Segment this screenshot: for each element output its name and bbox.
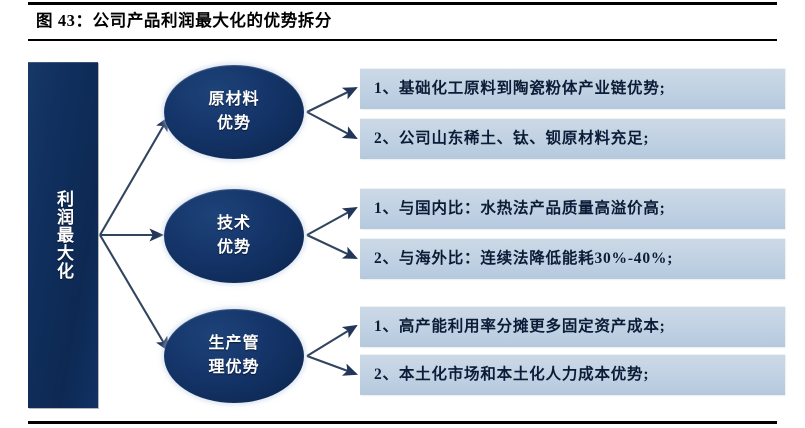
title-underline-rule bbox=[28, 39, 777, 41]
leaf-box-label: 1、高产能利用率分摊更多固定资产成本; bbox=[374, 317, 666, 335]
leaf-box[interactable]: 1、基础化工原料到陶瓷粉体产业链优势; bbox=[360, 68, 785, 109]
edge-root-to-branch-1 bbox=[99, 116, 170, 236]
leaf-box-label: 1、与国内比：水热法产品质量高溢价高; bbox=[374, 199, 666, 217]
edge-root-to-branch-3 bbox=[99, 234, 170, 352]
edge-branch-3-to-leaf-2 bbox=[306, 355, 358, 376]
leaf-box-label: 2、公司山东稀土、钛、钡原材料充足; bbox=[374, 129, 650, 147]
bottom-rule bbox=[28, 421, 777, 424]
edge-branch-1-to-leaf-1 bbox=[306, 87, 358, 113]
branch-node-label: 生产管 理优势 bbox=[208, 335, 260, 376]
branch-node-label: 技术 优势 bbox=[216, 215, 251, 256]
leaf-box[interactable]: 2、公司山东稀土、钛、钡原材料充足; bbox=[360, 118, 785, 159]
leaf-box[interactable]: 1、与国内比：水热法产品质量高溢价高; bbox=[360, 188, 785, 229]
branch-node-label: 原材料 优势 bbox=[208, 91, 260, 132]
leaf-box-label: 1、基础化工原料到陶瓷粉体产业链优势; bbox=[374, 79, 666, 97]
leaf-box-label: 2、本土化市场和本土化人力成本优势; bbox=[374, 365, 650, 383]
leaf-box[interactable]: 2、本土化市场和本土化人力成本优势; bbox=[360, 354, 785, 395]
edge-branch-2-to-leaf-1 bbox=[306, 206, 358, 236]
leaf-box[interactable]: 1、高产能利用率分摊更多固定资产成本; bbox=[360, 306, 785, 347]
figure-title: 图 43：公司产品利润最大化的优势拆分 bbox=[36, 11, 333, 30]
branch-node-production-management-advantage[interactable]: 生产管 理优势 bbox=[164, 309, 304, 403]
edge-branch-1-to-leaf-2 bbox=[306, 111, 358, 139]
root-node-label: 利润最大化 bbox=[54, 190, 73, 280]
edge-branch-3-to-leaf-1 bbox=[306, 324, 358, 357]
leaf-box-label: 2、与海外比：连续法降低能耗30%-40%; bbox=[374, 249, 674, 267]
leaf-box[interactable]: 2、与海外比：连续法降低能耗30%-40%; bbox=[360, 238, 785, 279]
edge-branch-2-to-leaf-2 bbox=[306, 234, 358, 259]
branch-node-raw-material-advantage[interactable]: 原材料 优势 bbox=[164, 65, 304, 159]
diagram-canvas: 利润最大化 原材料 优势 技术 优势 生产管 理优势 1、基础化工原料到陶瓷粉体… bbox=[0, 41, 805, 421]
root-node-profit-maximization[interactable]: 利润最大化 bbox=[28, 62, 98, 408]
top-rule bbox=[28, 2, 777, 5]
branch-node-technology-advantage[interactable]: 技术 优势 bbox=[164, 189, 304, 283]
